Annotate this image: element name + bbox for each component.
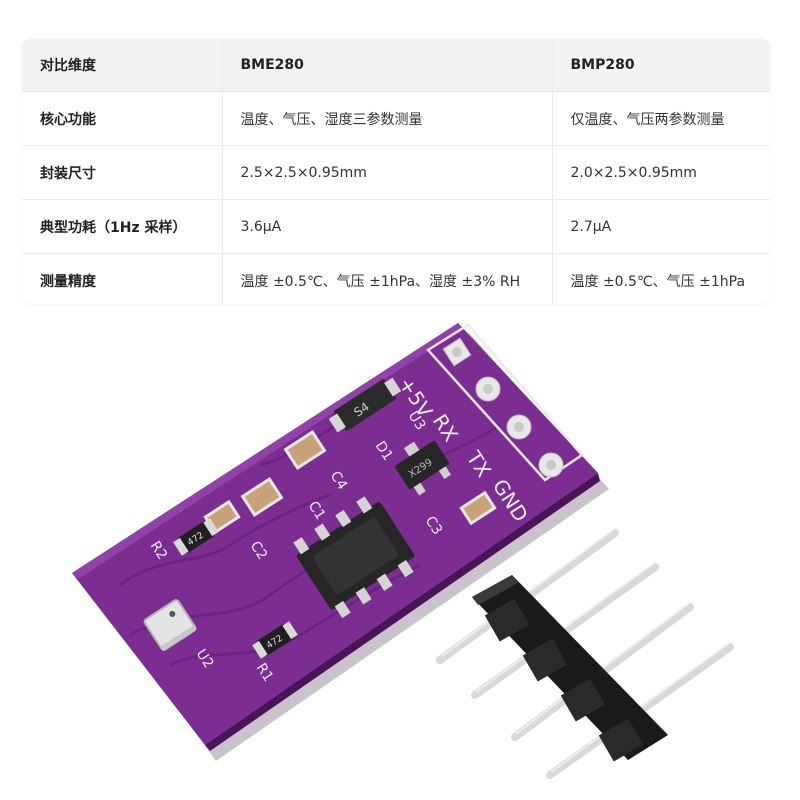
row-bme280-value: 3.6μA: [221, 199, 552, 254]
row-dimension: 封装尺寸: [22, 145, 222, 200]
capacitor-c3: [459, 490, 497, 526]
comparison-table-card: 对比维度 BME280 BMP280 核心功能 温度、气压、湿度三参数测量 仅温…: [22, 38, 770, 304]
pcb-edge-shadow: [205, 473, 600, 751]
diode-s4: S4: [328, 377, 402, 433]
table-row: 测量精度 温度 ±0.5℃、气压 ±1hPa、湿度 ±3% RH 温度 ±0.5…: [22, 253, 770, 304]
row-bmp280-value: 2.0×2.5×0.95mm: [551, 145, 770, 200]
capacitor-c4: [283, 429, 327, 471]
main-ic: [293, 496, 415, 619]
diode-marking: S4: [351, 400, 371, 420]
table-header-row: 对比维度 BME280 BMP280: [22, 38, 770, 92]
row-dimension: 核心功能: [22, 91, 222, 146]
pcb-edge-highlight: [72, 323, 462, 579]
table-row: 典型功耗（1Hz 采样） 3.6μA 2.7μA: [22, 199, 770, 254]
row-bme280-value: 温度、气压、湿度三参数测量: [221, 91, 552, 146]
resistor-r2: 472: [173, 518, 219, 556]
regulator-u3: X299: [395, 440, 452, 496]
resistor-r1: 472: [252, 621, 298, 659]
header-dimension: 对比维度: [22, 38, 222, 92]
row-bme280-value: 温度 ±0.5℃、气压 ±1hPa、湿度 ±3% RH: [221, 253, 552, 304]
header-plastic-body: [472, 575, 668, 760]
pad-hole: [546, 460, 556, 470]
header-bmp280: BMP280: [551, 38, 770, 92]
row-bmp280-value: 2.7μA: [551, 199, 770, 254]
pad-hole: [483, 384, 493, 394]
header-bme280: BME280: [221, 38, 552, 92]
sensor-module-photo: +5V RX TX GND S4 X299 D: [0, 305, 800, 800]
table-row: 核心功能 温度、气压、湿度三参数测量 仅温度、气压两参数测量: [22, 91, 770, 146]
table-row: 封装尺寸 2.5×2.5×0.95mm 2.0×2.5×0.95mm: [22, 145, 770, 200]
pad-hole: [452, 347, 462, 357]
module-illustration: +5V RX TX GND S4 X299 D: [72, 323, 734, 779]
pin-frame: [426, 323, 584, 482]
capacitor-c1: [240, 476, 284, 518]
row-dimension: 典型功耗（1Hz 采样）: [22, 199, 222, 254]
row-bme280-value: 2.5×2.5×0.95mm: [221, 145, 552, 200]
row-bmp280-value: 温度 ±0.5℃、气压 ±1hPa: [551, 253, 770, 304]
pad-hole: [514, 422, 524, 432]
comparison-table: 对比维度 BME280 BMP280 核心功能 温度、气压、湿度三参数测量 仅温…: [22, 38, 770, 304]
row-bmp280-value: 仅温度、气压两参数测量: [551, 91, 770, 146]
bme280-sensor: [143, 599, 197, 651]
row-dimension: 测量精度: [40, 273, 96, 290]
pin-header: [436, 529, 734, 779]
